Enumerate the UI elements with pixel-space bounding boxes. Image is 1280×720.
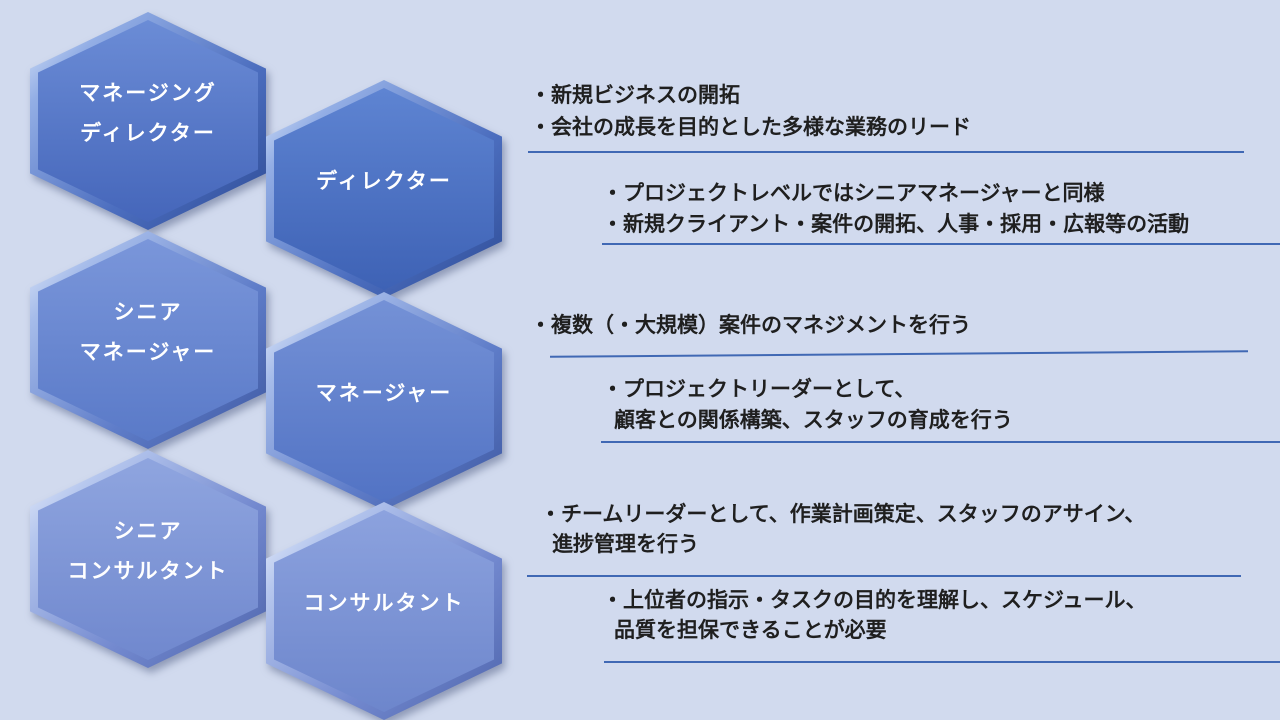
senior-consultant-role-note: ・チームリーダーとして、作業計画策定、スタッフのアサイン、 進捗管理を行う (540, 500, 1145, 560)
divider-line (602, 243, 1280, 245)
hexagon-consultant: コンサルタント (266, 502, 502, 720)
hexagon-manager: マネージャー (266, 292, 502, 510)
hexagon-label-line: シニア (113, 520, 183, 543)
note-line: ・会社の成長を目的とした多様な業務のリード (530, 116, 971, 139)
hexagon-label: コンサルタント (266, 502, 502, 720)
hexagon-label: マネージャー (266, 292, 502, 510)
divider-line (527, 575, 1241, 577)
note-line: ・複数（・大規模）案件のマネジメントを行う (530, 314, 971, 337)
note-line: ・チームリーダーとして、作業計画策定、スタッフのアサイン、 (540, 503, 1146, 526)
hexagon-label: シニア コンサルタント (30, 450, 266, 668)
note-line: 顧客との関係構築、スタッフの育成を行う (614, 409, 1013, 432)
hexagon-label-line: コンサルタント (303, 592, 465, 615)
note-line: ・上位者の指示・タスクの目的を理解し、スケジュール、 (602, 589, 1147, 612)
manager-role-note: ・プロジェクトリーダーとして、 顧客との関係構築、スタッフの育成を行う (602, 374, 1013, 436)
hexagon-managing-director: マネージング ディレクター (30, 12, 266, 230)
note-line: ・プロジェクトリーダーとして、 (602, 378, 916, 401)
hexagon-label-line: ディレクター (80, 122, 216, 145)
divider-line (604, 661, 1280, 663)
hexagon-label-line: ディレクター (316, 170, 452, 193)
divider-line (601, 441, 1280, 443)
hexagon-director: ディレクター (266, 80, 502, 298)
note-line: 品質を担保できることが必要 (614, 619, 887, 642)
consultant-role-note: ・上位者の指示・タスクの目的を理解し、スケジュール、 品質を担保できることが必要 (602, 586, 1147, 646)
hexagon-label-line: マネージング (79, 82, 217, 105)
senior-manager-role-note: ・複数（・大規模）案件のマネジメントを行う (530, 310, 971, 341)
hexagon-label: マネージング ディレクター (30, 12, 266, 230)
hexagon-label: ディレクター (266, 80, 502, 298)
hexagon-label: シニア マネージャー (30, 231, 266, 449)
hexagon-label-line: マネージャー (315, 382, 453, 405)
note-line: ・新規クライアント・案件の開拓、人事・採用・広報等の活動 (602, 213, 1190, 236)
md-role-note: ・新規ビジネスの開拓 ・会社の成長を目的とした多様な業務のリード (530, 80, 971, 144)
hexagon-label-line: マネージャー (79, 341, 217, 364)
divider-line (528, 151, 1244, 153)
hexagon-label-line: シニア (113, 301, 183, 324)
note-line: ・プロジェクトレベルではシニアマネージャーと同様 (602, 182, 1105, 205)
divider-line (550, 350, 1248, 358)
note-line: ・新規ビジネスの開拓 (530, 84, 740, 107)
hexagon-senior-consultant: シニア コンサルタント (30, 450, 266, 668)
hexagon-senior-manager: シニア マネージャー (30, 231, 266, 449)
hexagon-label-line: コンサルタント (67, 560, 229, 583)
director-role-note: ・プロジェクトレベルではシニアマネージャーと同様 ・新規クライアント・案件の開拓… (602, 178, 1189, 240)
note-line: 進捗管理を行う (552, 533, 699, 556)
